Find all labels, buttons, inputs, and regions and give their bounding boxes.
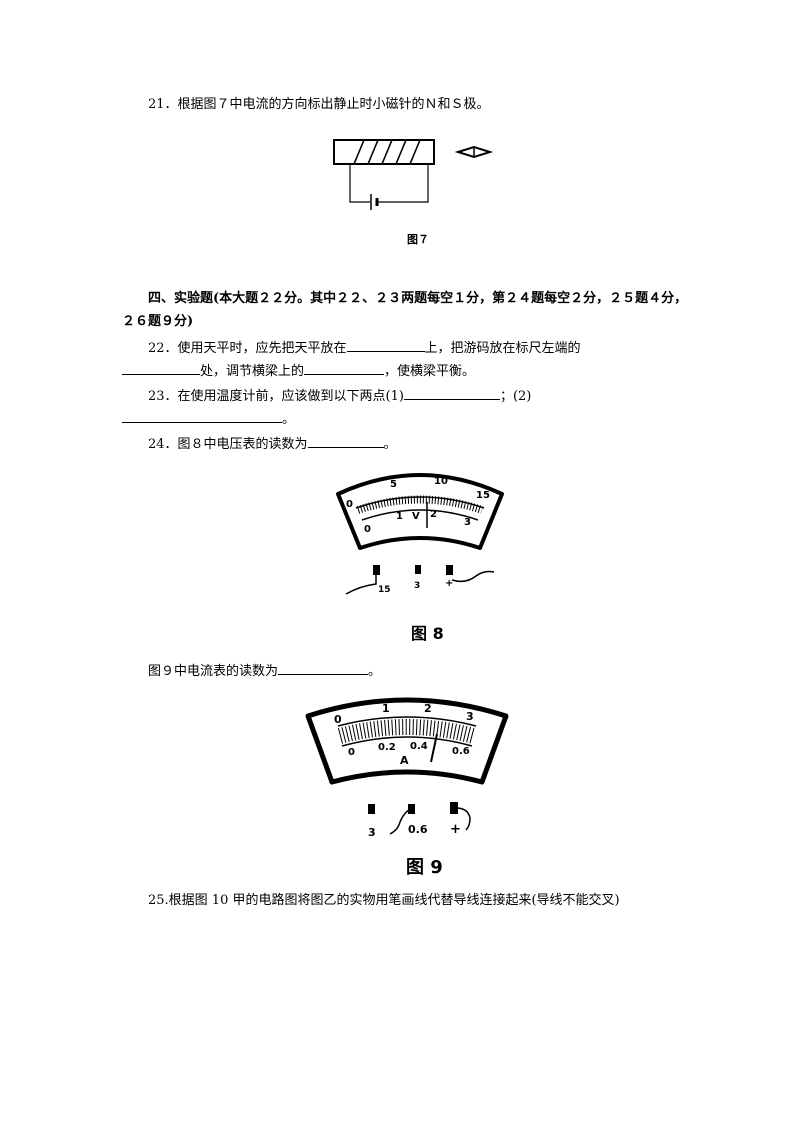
q22-blank-1[interactable]: [346, 339, 425, 352]
voltmeter-bottom-label-1: 1: [396, 511, 403, 522]
q22-line1: 22．使用天平时，应先把天平放在 上，把游码放在标尺左端的: [148, 339, 581, 358]
voltmeter-terminal-3[interactable]: [415, 565, 421, 574]
figure-8-caption: 图 8: [411, 624, 444, 643]
ammeter-terminal-label-0-6: 0.6: [408, 823, 428, 836]
section-4-heading-line1: 四、实验题(本大题２２分。其中２２、２３两题每空１分，第２４题每空２分，２５题４…: [148, 291, 688, 306]
figure-7-solenoid-diagram: [333, 139, 494, 210]
ammeter-terminal-label-plus: +: [450, 822, 461, 837]
ammeter-bottom-label-0: 0: [348, 747, 355, 758]
ammeter-bottom-label-0-4: 0.4: [410, 741, 428, 752]
q23-text-b: ；(2): [499, 389, 532, 404]
q23-line1: 23．在使用温度计前，应该做到以下两点(1) ；(2): [148, 387, 531, 406]
voltmeter-terminal-label-plus: +: [445, 578, 453, 589]
fig9-question-text-b: 。: [368, 664, 382, 679]
ammeter-top-label-3: 3: [466, 710, 474, 723]
q24-line: 24．图８中电压表的读数为 。: [148, 435, 397, 454]
ammeter-bottom-label-0-2: 0.2: [378, 742, 396, 753]
q23-blank-1[interactable]: [403, 387, 500, 400]
q23-blank-2[interactable]: [122, 410, 282, 423]
q23-line2: 。: [122, 410, 295, 429]
ammeter-bottom-label-0-6: 0.6: [452, 746, 470, 757]
q24-text-a: 24．图８中电压表的读数为: [148, 437, 308, 452]
q21-text: 21．根据图７中电流的方向标出静止时小磁针的Ｎ和Ｓ极。: [148, 97, 490, 112]
voltmeter-top-label-15: 15: [476, 490, 490, 501]
figure-9-ammeter: 0 1 2 3 0 0.2 0.4 0.6 A 3 0.6 +: [305, 697, 509, 839]
fig9-question-blank[interactable]: [278, 662, 369, 675]
figure-9-caption: 图 9: [406, 857, 443, 878]
ammeter-top-label-2: 2: [424, 702, 432, 715]
ammeter-terminal-plus[interactable]: [450, 802, 458, 814]
figure-8-voltmeter: 0 5 10 15 0 1 V 2 3 15 3 +: [336, 473, 504, 595]
ammeter-terminal-3[interactable]: [368, 804, 375, 814]
figure-7-caption: 图７: [407, 233, 429, 246]
q23-text-a: 23．在使用温度计前，应该做到以下两点(1): [148, 389, 404, 404]
voltmeter-top-label-0: 0: [346, 499, 353, 510]
q24-blank[interactable]: [307, 435, 384, 448]
q22-text-c: 处，调节横梁上的: [200, 364, 305, 379]
voltmeter-terminal-15[interactable]: [373, 565, 380, 575]
q22-line2: 处，调节横梁上的 ，使横梁平衡。: [122, 362, 475, 381]
q25-text: 25.根据图 10 甲的电路图将图乙的实物用笔画线代替导线连接起来(导线不能交叉…: [148, 893, 620, 908]
ammeter-top-label-0: 0: [334, 713, 342, 726]
fig9-question-line: 图９中电流表的读数为 。: [148, 662, 381, 681]
section-4-heading-line2: ２６题９分): [122, 314, 194, 329]
ammeter-terminal-label-3: 3: [368, 826, 376, 839]
q22-text-a: 22．使用天平时，应先把天平放在: [148, 341, 347, 356]
q24-text-b: 。: [383, 437, 397, 452]
voltmeter-top-label-5: 5: [390, 479, 397, 490]
q22-text-b: 上，把游码放在标尺左端的: [424, 341, 581, 356]
voltmeter-top-label-10: 10: [434, 476, 448, 487]
voltmeter-bottom-label-3: 3: [464, 517, 471, 528]
q22-blank-2[interactable]: [122, 362, 200, 375]
ammeter-unit-label: A: [400, 754, 409, 767]
voltmeter-terminal-plus[interactable]: [446, 565, 453, 575]
q23-text-c: 。: [282, 412, 296, 427]
voltmeter-unit-label: V: [412, 511, 420, 522]
voltmeter-terminal-label-15: 15: [378, 585, 391, 595]
q22-text-d: ，使横梁平衡。: [384, 364, 476, 379]
ammeter-top-label-1: 1: [382, 702, 390, 715]
voltmeter-bottom-label-0: 0: [364, 524, 371, 535]
voltmeter-terminal-label-3: 3: [414, 581, 420, 591]
fig9-question-text-a: 图９中电流表的读数为: [148, 664, 279, 679]
q22-blank-3[interactable]: [304, 362, 385, 375]
voltmeter-bottom-label-2: 2: [430, 509, 437, 520]
